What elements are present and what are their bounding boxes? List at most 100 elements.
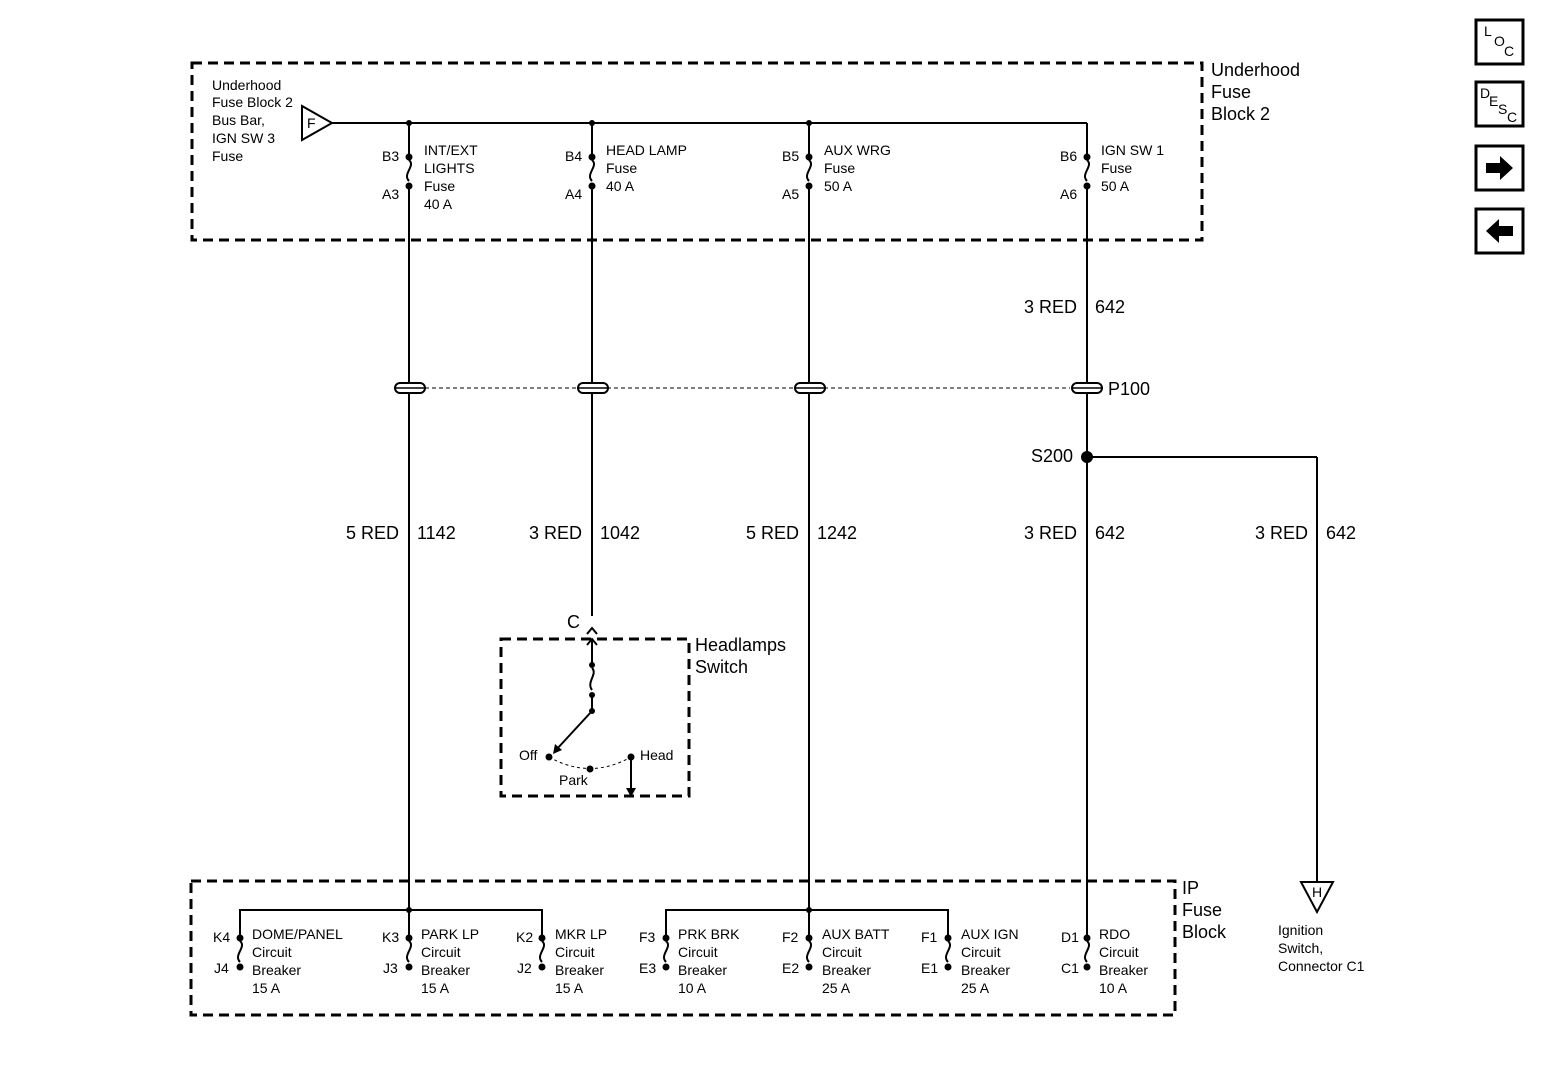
source-letter: F xyxy=(307,115,316,131)
fuse-pin-top: B3 xyxy=(382,148,399,164)
arrow-right-icon xyxy=(1486,156,1513,180)
source-label-line-2: Fuse Block 2 xyxy=(212,94,293,110)
underhood-title-line-1: Underhood xyxy=(1211,60,1300,80)
ip-block-title-line-3: Block xyxy=(1182,922,1227,942)
fuse-pin-top: B4 xyxy=(565,148,582,164)
headlamp-switch-pin: C xyxy=(567,612,580,632)
splice-s200: S200 xyxy=(1031,446,1093,466)
arrow-left-icon xyxy=(1486,219,1513,243)
headlamp-switch-title-line-2: Switch xyxy=(695,657,748,677)
breaker-label-line-4: 25 A xyxy=(961,980,990,996)
breaker-pin-top: F3 xyxy=(639,929,656,945)
breaker-pin-top: K4 xyxy=(213,929,230,945)
breaker-label-line-3: Breaker xyxy=(822,962,871,978)
switch-position-off: Off xyxy=(519,747,538,763)
fuse-label-line-4: 40 A xyxy=(424,196,453,212)
wire-gauge-color: 3 RED xyxy=(529,523,582,543)
prev-page-button[interactable] xyxy=(1474,207,1525,255)
fuse-head-lamp: B4 A4 HEAD LAMP Fuse 40 A xyxy=(565,123,687,202)
underhood-block-outline xyxy=(190,61,1204,242)
ignition-label-line-1: Ignition xyxy=(1278,922,1323,938)
connector-label: P100 xyxy=(1108,379,1150,399)
ignition-label-line-3: Connector C1 xyxy=(1278,958,1365,974)
source-label-line-5: Fuse xyxy=(212,148,243,164)
breaker-aux-batt: F2 E2 AUX BATT Circuit Breaker 25 A xyxy=(782,926,890,996)
breaker-label-line-4: 15 A xyxy=(252,980,281,996)
breaker-label-line-1: PRK BRK xyxy=(678,926,740,942)
breaker-label-line-3: Breaker xyxy=(678,962,727,978)
breaker-pin-bottom: J4 xyxy=(214,960,229,976)
breaker-dome-panel: K4 J4 DOME/PANEL Circuit Breaker 15 A xyxy=(213,926,343,996)
fuse-int-ext-lights: B3 A3 INT/EXT LIGHTS Fuse 40 A xyxy=(382,123,478,212)
loc-letter: L xyxy=(1484,23,1492,39)
breaker-label-line-1: RDO xyxy=(1099,926,1130,942)
ignition-letter: H xyxy=(1312,884,1322,900)
breaker-mkr-lp: K2 J2 MKR LP Circuit Breaker 15 A xyxy=(516,926,607,996)
source-triangle-icon xyxy=(301,104,335,142)
switch-arrow-icon xyxy=(553,744,562,754)
connector-cavity xyxy=(1071,382,1103,394)
breaker-label-line-3: Breaker xyxy=(252,962,301,978)
desc-letter: E xyxy=(1489,93,1498,109)
fuse-pin-bottom: A6 xyxy=(1060,186,1077,202)
wire-circuit-number: 642 xyxy=(1326,523,1356,543)
ignition-label-line-2: Switch, xyxy=(1278,940,1323,956)
underhood-title-line-3: Block 2 xyxy=(1211,104,1270,124)
fuse-pin-top: B6 xyxy=(1060,148,1077,164)
breaker-label-line-1: AUX BATT xyxy=(822,926,890,942)
breaker-pin-bottom: E2 xyxy=(782,960,799,976)
fuse-label-line-2: Fuse xyxy=(606,160,637,176)
ignition-triangle-icon xyxy=(1299,881,1335,915)
headlamp-switch-outline xyxy=(499,637,691,798)
fuse-label-line-1: INT/EXT xyxy=(424,142,478,158)
ip-bus-bar-k xyxy=(239,909,543,936)
splice-label: S200 xyxy=(1031,446,1073,466)
breaker-pin-top: K3 xyxy=(382,929,399,945)
breaker-label-line-4: 25 A xyxy=(822,980,851,996)
fuse-label-line-3: Fuse xyxy=(424,178,455,194)
wire-circuit-number: 1042 xyxy=(600,523,640,543)
switch-blade xyxy=(555,710,593,751)
wire-circuit-number: 1142 xyxy=(417,523,456,543)
desc-letter: S xyxy=(1498,101,1507,117)
breaker-prk-brk: F3 E3 PRK BRK Circuit Breaker 10 A xyxy=(639,926,740,996)
wire-gauge-color: 3 RED xyxy=(1024,523,1077,543)
loc-letter: O xyxy=(1494,33,1505,49)
breaker-label-line-2: Circuit xyxy=(1099,944,1139,960)
breaker-pin-bottom: E1 xyxy=(921,960,938,976)
breaker-pin-bottom: C1 xyxy=(1061,960,1079,976)
source-label-line-4: IGN SW 3 xyxy=(212,130,275,146)
breaker-label-line-3: Breaker xyxy=(961,962,1010,978)
breaker-label-line-3: Breaker xyxy=(421,962,470,978)
breaker-label-line-2: Circuit xyxy=(252,944,292,960)
wire-circuit-number: 642 xyxy=(1095,297,1125,317)
wire-circuit-number: 642 xyxy=(1095,523,1125,543)
ignition-switch-connector: H Ignition Switch, Connector C1 xyxy=(1278,881,1365,974)
fuse-pin-bottom: A3 xyxy=(382,186,399,202)
breaker-label-line-2: Circuit xyxy=(555,944,595,960)
breaker-park-lp: K3 J3 PARK LP Circuit Breaker 15 A xyxy=(382,926,479,996)
fuse-pin-bottom: A4 xyxy=(565,186,582,202)
underhood-title-line-2: Fuse xyxy=(1211,82,1251,102)
loc-button[interactable]: L O C xyxy=(1474,18,1525,66)
fuse-label-line-1: AUX WRG xyxy=(824,142,891,158)
ip-block-outline xyxy=(189,879,1177,1017)
next-page-button[interactable] xyxy=(1474,144,1525,192)
switch-position-park: Park xyxy=(559,772,589,788)
desc-button[interactable]: D E S C xyxy=(1474,80,1525,128)
breaker-label-line-1: AUX IGN xyxy=(961,926,1019,942)
breaker-label-line-2: Circuit xyxy=(961,944,1001,960)
ip-block-title-line-2: Fuse xyxy=(1182,900,1222,920)
breaker-label-line-3: Breaker xyxy=(1099,962,1148,978)
connector-cavity xyxy=(794,382,826,394)
splice-dot xyxy=(1081,451,1093,463)
wire-gauge-color: 3 RED xyxy=(1024,297,1077,317)
breaker-label-line-3: Breaker xyxy=(555,962,604,978)
headlamp-switch-title-line-1: Headlamps xyxy=(695,635,786,655)
wire-gauge-color: 5 RED xyxy=(346,523,399,543)
connector-cavity xyxy=(577,382,609,394)
wires xyxy=(408,186,1318,910)
breaker-label-line-2: Circuit xyxy=(421,944,461,960)
fuse-label-line-3: 50 A xyxy=(1101,178,1130,194)
ip-block-title-line-1: IP xyxy=(1182,878,1199,898)
